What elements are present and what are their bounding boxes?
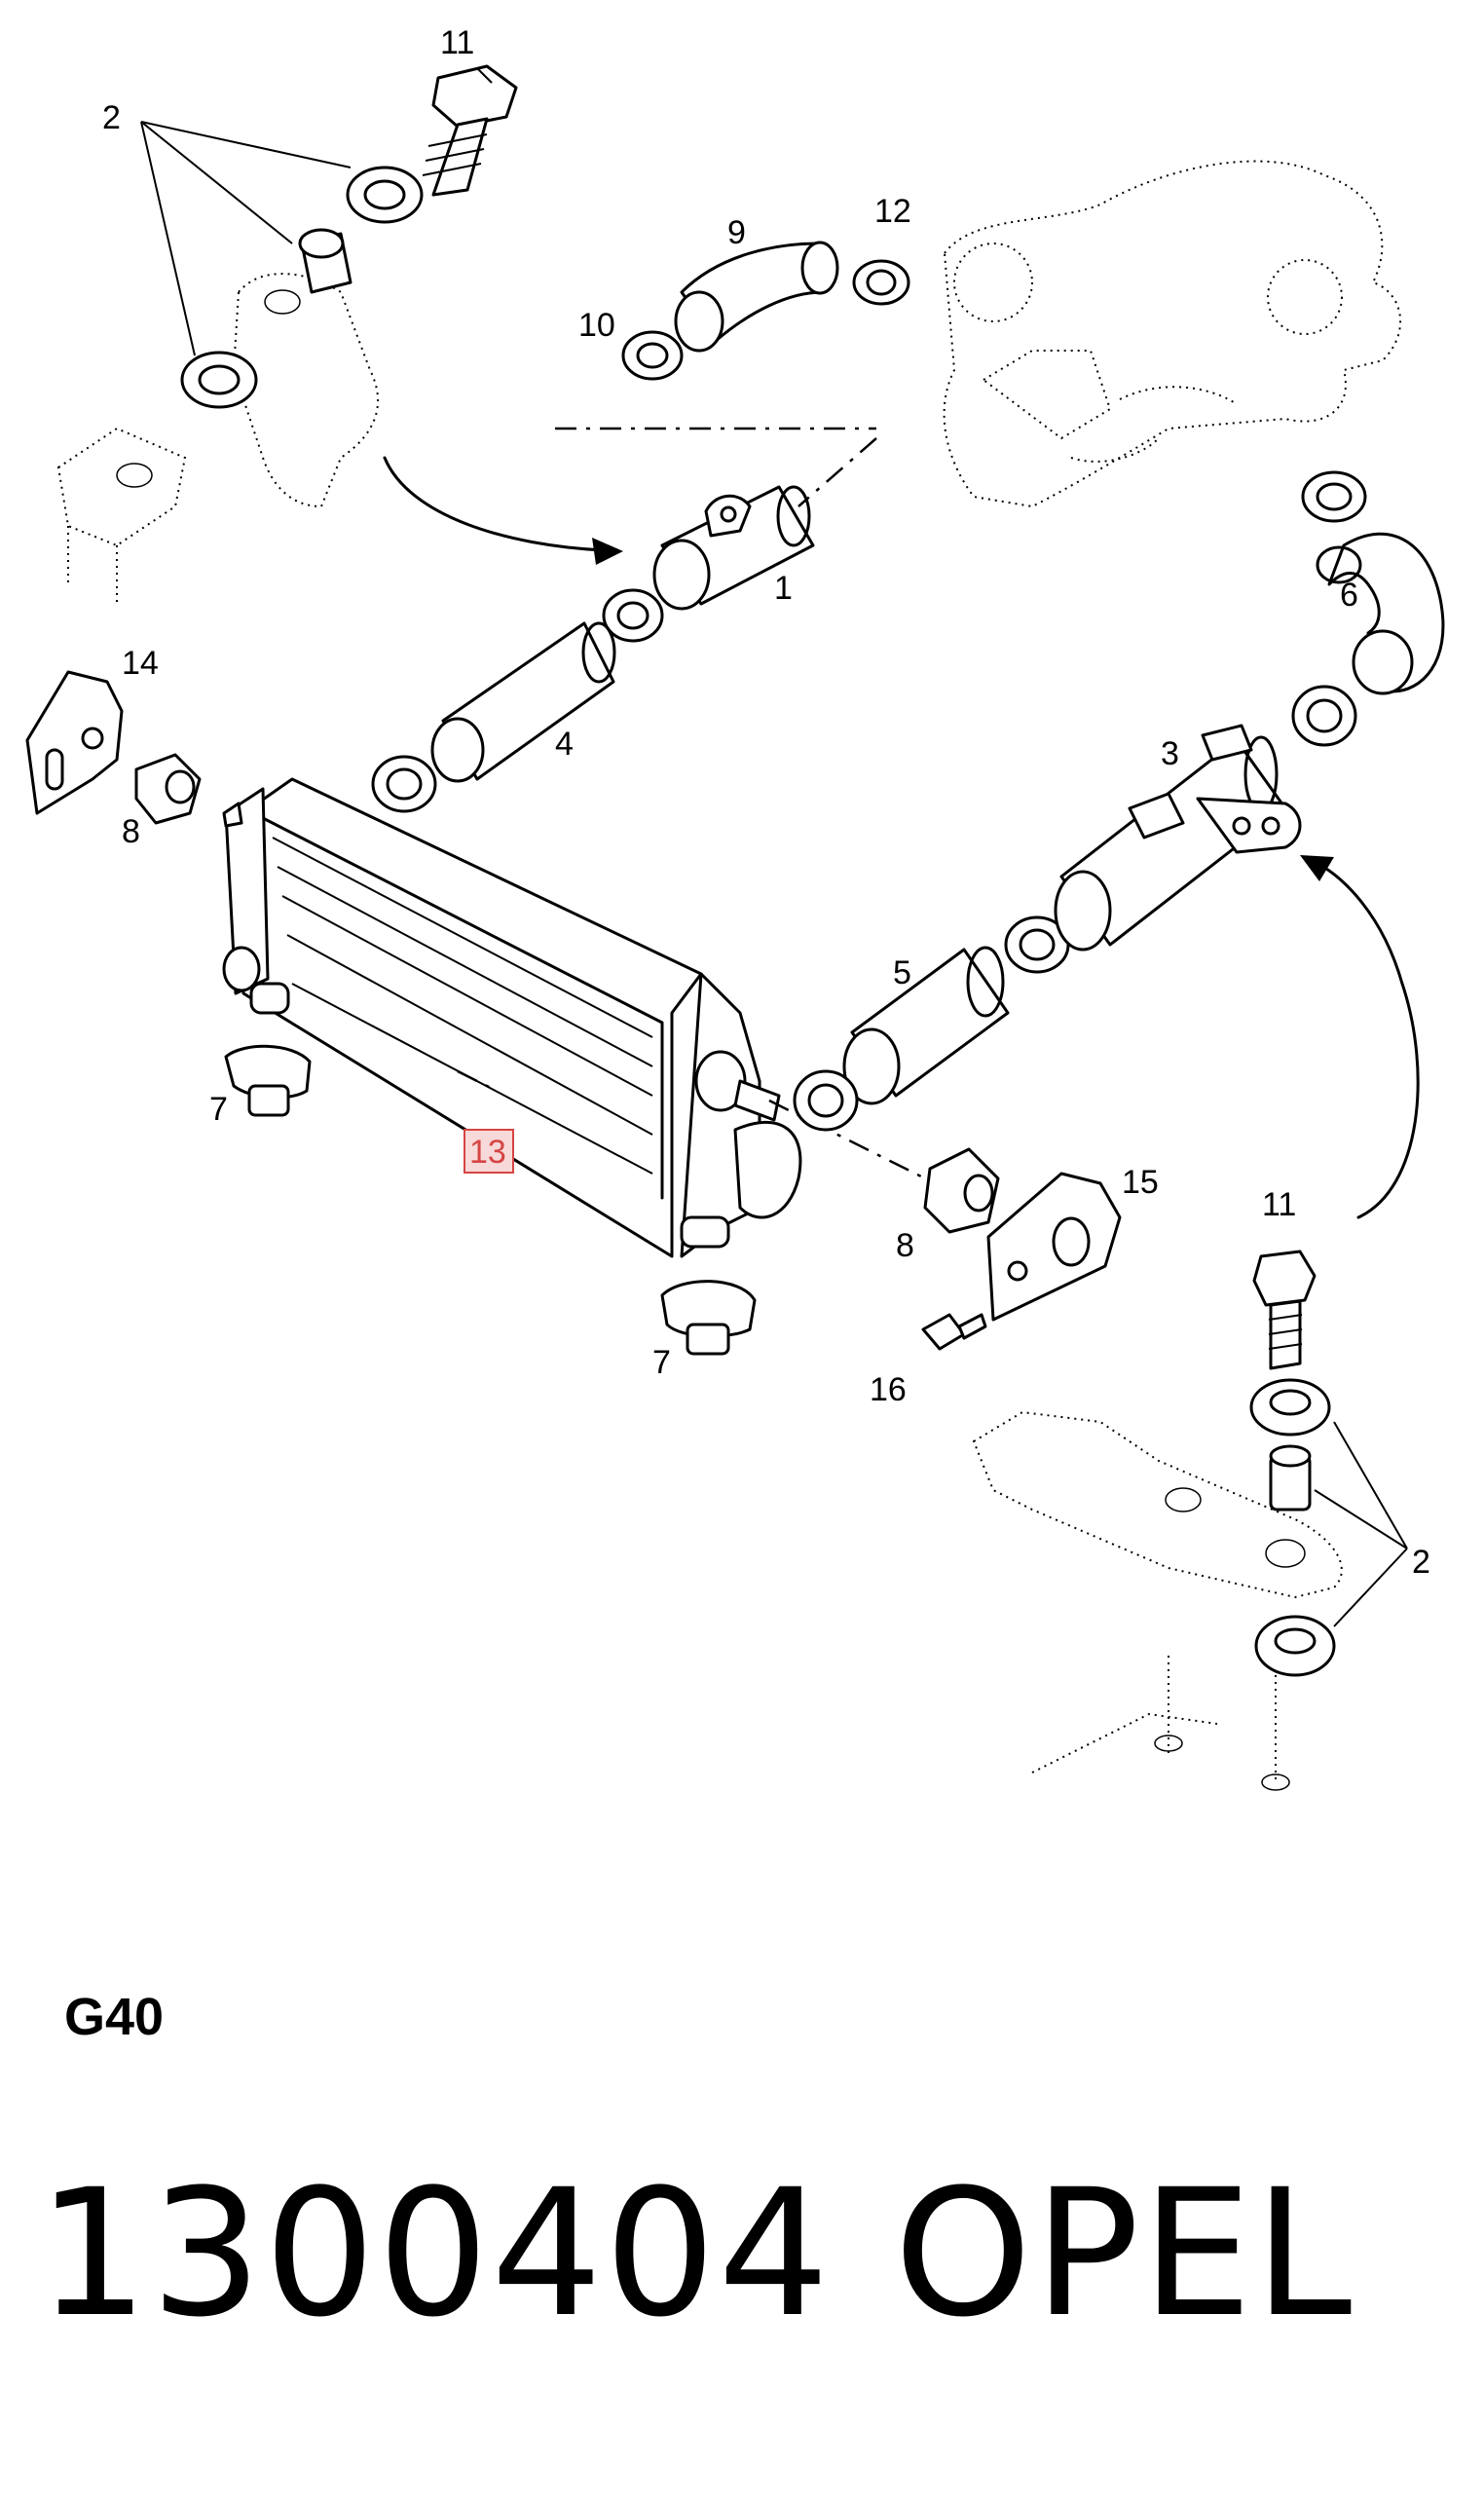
callout-2-top: 2 xyxy=(102,99,121,136)
callout-8-left: 8 xyxy=(122,813,140,850)
screw-16 xyxy=(921,1313,987,1351)
callout-4: 4 xyxy=(555,726,574,763)
clamp-3b xyxy=(1291,685,1357,747)
callout-16: 16 xyxy=(870,1371,907,1408)
callout-11-top: 11 xyxy=(440,24,474,61)
callout-10: 10 xyxy=(578,307,615,344)
callout-9: 9 xyxy=(727,214,746,251)
bolt-bottom xyxy=(1252,1250,1317,1370)
exploded-parts-diagram: 11 2 9 12 10 1 6 14 4 3 8 5 7 13 15 11 8… xyxy=(25,24,1445,1791)
callout-14: 14 xyxy=(122,645,159,682)
callout-6: 6 xyxy=(1340,577,1358,614)
pipe-3 xyxy=(1054,724,1302,952)
left-mount-bracket xyxy=(56,273,380,604)
callout-7-bottom: 7 xyxy=(652,1344,671,1381)
washer-group-top xyxy=(180,166,424,409)
grommet-8-left xyxy=(134,753,202,825)
grommet-7-left xyxy=(224,1044,312,1117)
callout-8-right: 8 xyxy=(896,1227,914,1264)
grommet-7-bottom xyxy=(660,1280,757,1356)
engine-outline xyxy=(943,160,1401,508)
clamp-5 xyxy=(793,1069,859,1132)
pipe-1 xyxy=(652,485,815,611)
callout-13-highlighted: 13 xyxy=(469,1134,506,1171)
callout-7-left: 7 xyxy=(209,1091,228,1128)
clamp-1 xyxy=(602,588,664,643)
brand-name: OPEL xyxy=(894,2152,1354,2356)
callout-12: 12 xyxy=(874,193,911,230)
callout-2-bottom: 2 xyxy=(1412,1544,1430,1581)
clamp-6 xyxy=(1301,470,1367,523)
clamp-4 xyxy=(371,755,437,813)
hose-6 xyxy=(1316,532,1445,695)
washer-group-bottom xyxy=(1249,1378,1336,1677)
callout-5: 5 xyxy=(893,954,911,991)
clamp-10 xyxy=(621,330,684,381)
bolt-top xyxy=(422,64,518,197)
callout-11-bottom: 11 xyxy=(1262,1186,1296,1223)
callout-1: 1 xyxy=(774,570,793,607)
bracket-15 xyxy=(986,1172,1122,1322)
model-code: G40 xyxy=(64,1988,165,2046)
callout-3: 3 xyxy=(1161,735,1179,772)
clamp-12 xyxy=(852,259,910,306)
hose-9 xyxy=(674,241,839,353)
grommet-8-right xyxy=(923,1147,1000,1234)
lower-right-bracket xyxy=(972,1410,1343,1791)
hose-4 xyxy=(430,621,616,783)
intercooler-13 xyxy=(222,777,802,1258)
bracket-14 xyxy=(25,670,124,815)
hose-5 xyxy=(842,946,1010,1105)
part-number: 1300404 xyxy=(37,2152,832,2356)
callout-15: 15 xyxy=(1122,1164,1159,1201)
